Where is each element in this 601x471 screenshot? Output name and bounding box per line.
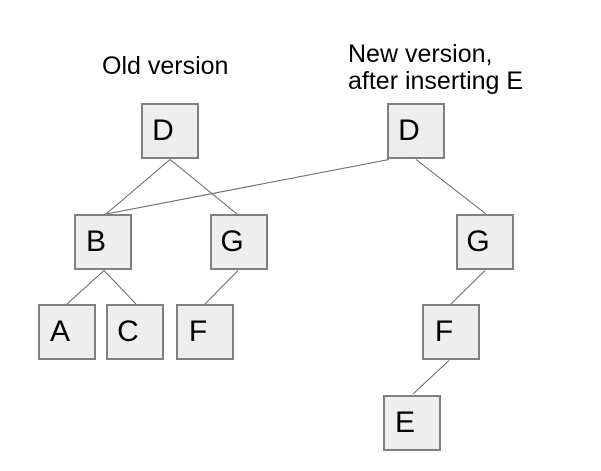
edge-new-d-to-new-g bbox=[415, 159, 487, 215]
edge-b-to-a bbox=[66, 270, 105, 305]
edge-new-d-to-b-shared bbox=[105, 159, 390, 215]
node-old-d: D bbox=[141, 103, 199, 159]
node-old-f-label: F bbox=[188, 315, 208, 348]
old-version-text: Old version bbox=[102, 52, 229, 80]
edge-old-d-to-b bbox=[105, 159, 171, 215]
node-c-label: C bbox=[117, 315, 139, 348]
old-version-label: Old version bbox=[102, 53, 228, 80]
new-version-text-line2: after inserting E bbox=[348, 67, 524, 95]
node-old-f: F bbox=[176, 304, 234, 360]
node-c: C bbox=[106, 304, 164, 360]
node-a: A bbox=[38, 304, 96, 360]
node-new-f: F bbox=[422, 304, 480, 360]
new-version-text-line1: New version, bbox=[348, 40, 493, 68]
edge-old-g-to-old-f bbox=[204, 270, 239, 305]
node-old-d-label: D bbox=[152, 114, 174, 147]
edge-b-to-c bbox=[103, 270, 137, 305]
node-old-g-label: G bbox=[220, 225, 244, 258]
node-new-d-label: D bbox=[398, 114, 420, 147]
node-new-f-label: F bbox=[434, 315, 454, 348]
node-e-label: E bbox=[394, 406, 415, 439]
edge-old-d-to-old-g bbox=[169, 159, 238, 215]
node-b-label: B bbox=[85, 225, 106, 258]
node-new-d: D bbox=[387, 103, 445, 159]
new-version-label: New version, after inserting E bbox=[348, 41, 523, 95]
node-a-label: A bbox=[49, 315, 70, 348]
edge-new-f-to-e bbox=[412, 360, 450, 395]
node-new-g-label: G bbox=[466, 225, 490, 258]
node-new-g: G bbox=[456, 214, 514, 270]
node-b: B bbox=[74, 214, 132, 270]
edge-new-g-to-new-f bbox=[450, 270, 486, 305]
node-old-g: G bbox=[210, 214, 268, 270]
node-e: E bbox=[383, 395, 441, 451]
